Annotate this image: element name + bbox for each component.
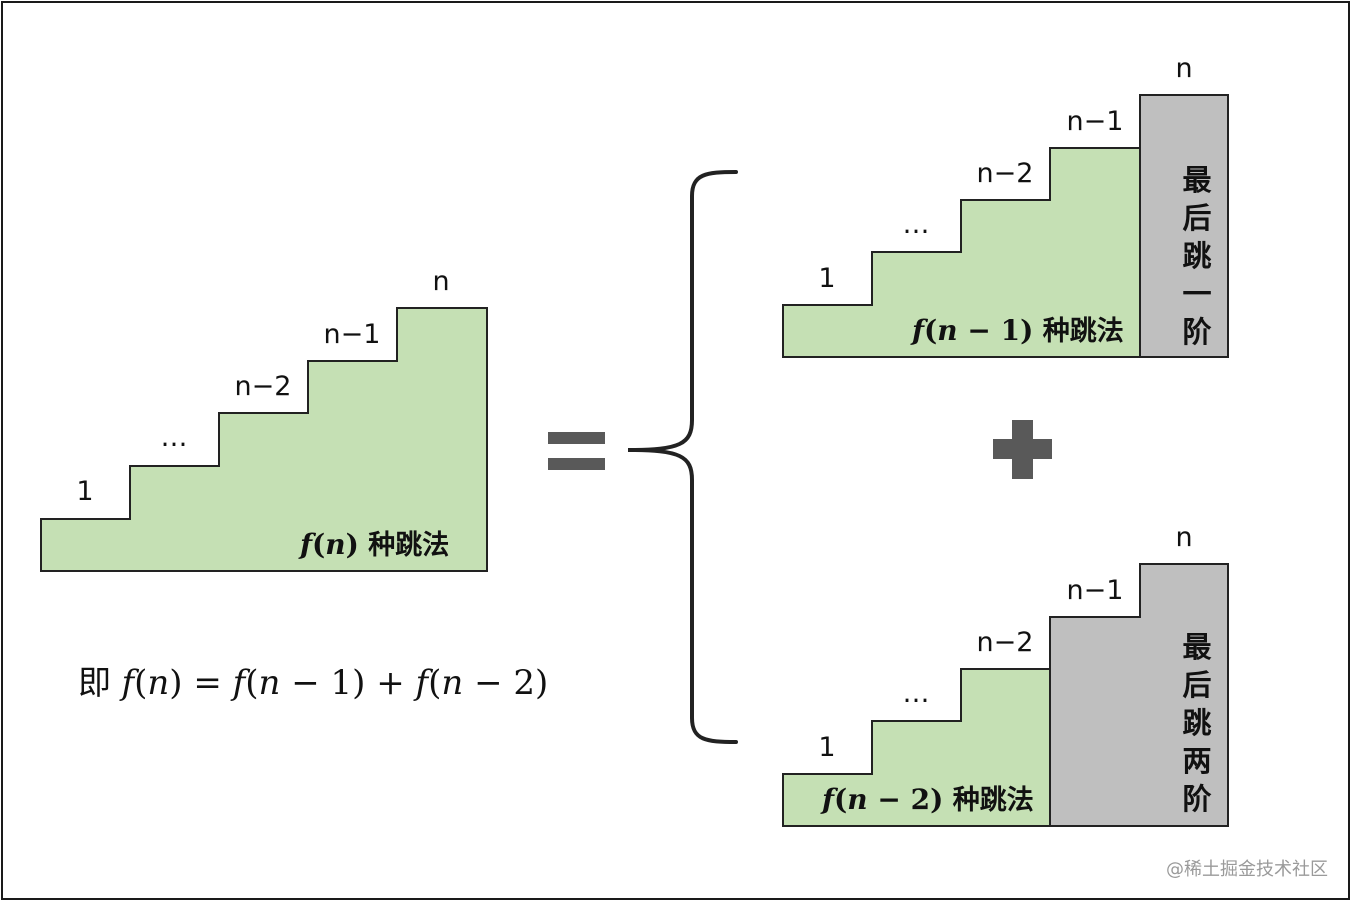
bottom-right-caption: f(n − 2) 种跳法 [820,783,1034,816]
equal-bar-bottom [548,458,605,470]
gray-label-char: 阶 [1182,315,1211,349]
plus-sign [993,420,1052,479]
step-label-1: 1 [818,263,835,294]
plus-bar-vertical [1012,420,1033,479]
left-staircase-shape [40,307,488,572]
recurrence-formula: 即 f(n) = f(n − 1) + f(n − 2) [78,663,548,703]
step-label-n-minus-1: n−1 [1067,575,1124,606]
gray-label-char: 最 [1182,630,1211,664]
gray-label-char: 阶 [1182,782,1211,816]
step-label-1: 1 [76,476,93,507]
step-label-dots: … [903,678,930,709]
gray-label-char: 两 [1182,744,1211,778]
equal-sign [548,432,605,470]
step-label-n-minus-2: n−2 [977,627,1034,658]
left-caption: f(n) 种跳法 [298,528,449,561]
watermark-text: @稀土掘金技术社区 [1166,859,1328,880]
step-label-n: n [432,266,449,297]
step-label-n-minus-2: n−2 [977,158,1034,189]
step-label-n-minus-1: n−1 [1067,106,1124,137]
top-right-caption: f(n − 1) 种跳法 [910,314,1124,347]
gray-label-char: 后 [1182,201,1211,235]
bottom-right-gray-shape [1049,563,1229,827]
step-label-n: n [1175,53,1192,84]
gray-label-char: 跳 [1182,239,1211,273]
gray-label-char: 后 [1182,668,1211,702]
bottom-right-staircase: 1 … n−2 n−1 n f(n − 2) 种跳法 最 后 跳 两 阶 [782,522,1229,827]
left-staircase: 1 … n−2 n−1 n f(n) 种跳法 [40,266,488,572]
gray-label-char: 最 [1182,163,1211,197]
step-label-1: 1 [818,732,835,763]
step-label-n: n [1175,522,1192,553]
equal-bar-top [548,432,605,444]
step-label-n-minus-2: n−2 [235,371,292,402]
gray-label-char: 一 [1182,277,1211,311]
step-label-dots: … [161,422,188,453]
top-right-gray-step [1139,94,1229,358]
curly-brace [627,170,738,744]
top-right-staircase: 1 … n−2 n−1 n f(n − 1) 种跳法 最 后 跳 一 阶 [782,53,1229,358]
gray-label-char: 跳 [1182,706,1211,740]
step-label-n-minus-1: n−1 [324,319,381,350]
step-label-dots: … [903,209,930,240]
